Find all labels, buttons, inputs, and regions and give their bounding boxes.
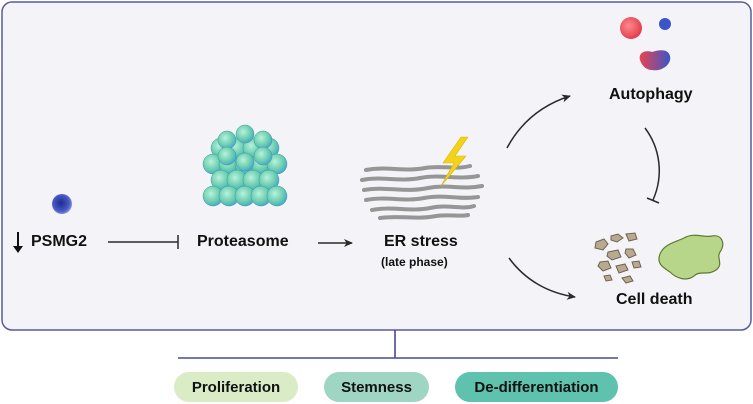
er-stress-icon: [360, 164, 484, 220]
proteasome-subunit: [266, 185, 288, 207]
er-stress-sublabel: (late phase): [381, 255, 448, 269]
proteasome-subunit: [235, 152, 255, 172]
cell-debris-icon: [594, 232, 642, 284]
autophagy-icon: [620, 17, 671, 71]
outcome-pill-de-differentiation: De-differentiation: [455, 372, 618, 402]
outcome-label: Proliferation: [191, 378, 281, 396]
dead-cell-icon: [658, 234, 724, 280]
arrow-er-autophagy: [506, 94, 571, 149]
lightning-icon: [440, 136, 469, 187]
proteasome-subunit: [217, 146, 237, 166]
proteasome-subunit: [253, 146, 273, 166]
main-panel: [1, 1, 752, 331]
outcome-bracket: [178, 330, 618, 359]
outcome-label: De-differentiation: [474, 378, 599, 396]
proteasome-icon: [202, 124, 288, 207]
arrow-er-cell-death: [508, 257, 576, 300]
er-stress-label: ER stress: [384, 233, 458, 250]
cell-death-label: Cell death: [616, 291, 693, 308]
inhibition-arrow-psmg2-proteasome: [108, 235, 179, 249]
proteasome-subunit: [217, 130, 237, 150]
proteasome-subunit: [253, 130, 273, 150]
down-arrow-icon: [13, 232, 23, 253]
outcome-pill-stemness: Stemness: [324, 372, 429, 402]
autophagy-label: Autophagy: [609, 86, 693, 103]
inhibition-autophagy-cell-death: [644, 127, 660, 204]
psmg2-label: PSMG2: [31, 233, 88, 250]
outcome-pill-proliferation: Proliferation: [174, 372, 298, 402]
psmg2-molecule-icon: [52, 194, 72, 214]
outcome-label: Stemness: [341, 378, 412, 396]
proteasome-subunit: [235, 124, 255, 144]
proteasome-label: Proteasome: [197, 233, 289, 250]
